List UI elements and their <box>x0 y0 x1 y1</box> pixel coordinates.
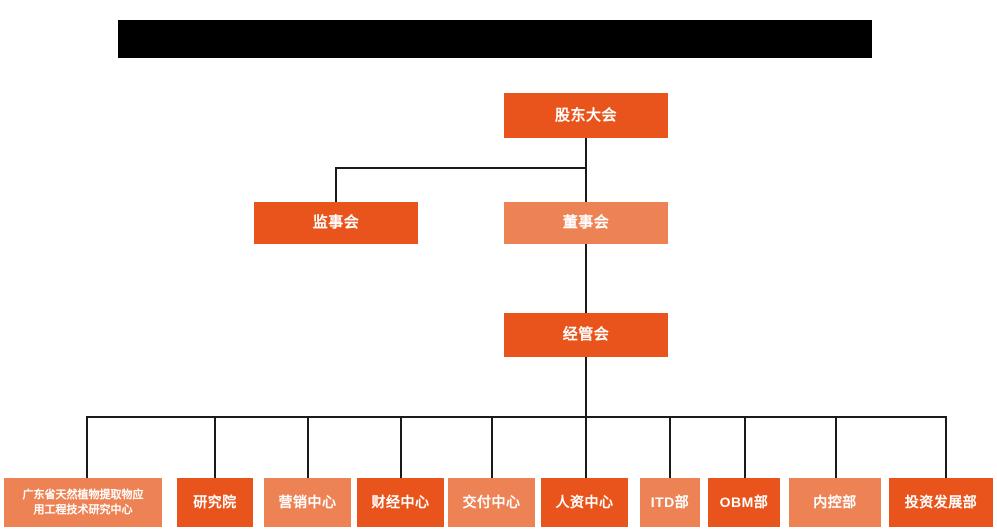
node-delivery-center[interactable]: 交付中心 <box>448 478 535 527</box>
connector-drop-hr-center <box>585 416 587 478</box>
connector-management-stem <box>585 356 587 417</box>
node-research-center[interactable]: 广东省天然植物提取物应 用工程技术研究中心 <box>4 478 162 527</box>
node-research-center-line2: 用工程技术研究中心 <box>33 503 133 516</box>
connector-drop-investment-development-dept <box>945 416 947 478</box>
connector-drop-internal-control-dept <box>835 416 837 478</box>
node-hr-center[interactable]: 人资中心 <box>541 478 628 527</box>
connector-level2-bus <box>335 167 587 169</box>
connector-drop-itd-dept <box>669 416 671 478</box>
connector-drop-directors <box>585 167 587 203</box>
connector-directors-to-management <box>585 243 587 314</box>
connector-drop-finance-center <box>400 416 402 478</box>
connector-shareholders-stem <box>585 138 587 168</box>
node-itd-dept[interactable]: ITD部 <box>640 478 700 527</box>
node-directors[interactable]: 董事会 <box>504 202 668 244</box>
node-shareholders[interactable]: 股东大会 <box>504 93 668 138</box>
connector-drop-supervisors <box>335 167 337 203</box>
connector-drop-delivery-center <box>491 416 493 478</box>
node-obm-dept[interactable]: OBM部 <box>708 478 780 527</box>
connector-drop-obm-dept <box>744 416 746 478</box>
connector-drop-marketing-center <box>307 416 309 478</box>
node-investment-development-dept[interactable]: 投资发展部 <box>889 478 993 527</box>
node-finance-center[interactable]: 财经中心 <box>357 478 444 527</box>
connector-level4-bus <box>86 416 945 418</box>
connector-drop-research-institute <box>214 416 216 478</box>
connector-drop-research-center <box>86 416 88 478</box>
node-management[interactable]: 经管会 <box>504 313 668 357</box>
node-marketing-center[interactable]: 营销中心 <box>264 478 351 527</box>
node-research-center-line1: 广东省天然植物提取物应 <box>22 488 144 501</box>
node-supervisors[interactable]: 监事会 <box>254 202 418 244</box>
node-internal-control-dept[interactable]: 内控部 <box>789 478 881 527</box>
redacted-title-bar <box>118 20 872 58</box>
node-research-institute[interactable]: 研究院 <box>177 478 253 527</box>
